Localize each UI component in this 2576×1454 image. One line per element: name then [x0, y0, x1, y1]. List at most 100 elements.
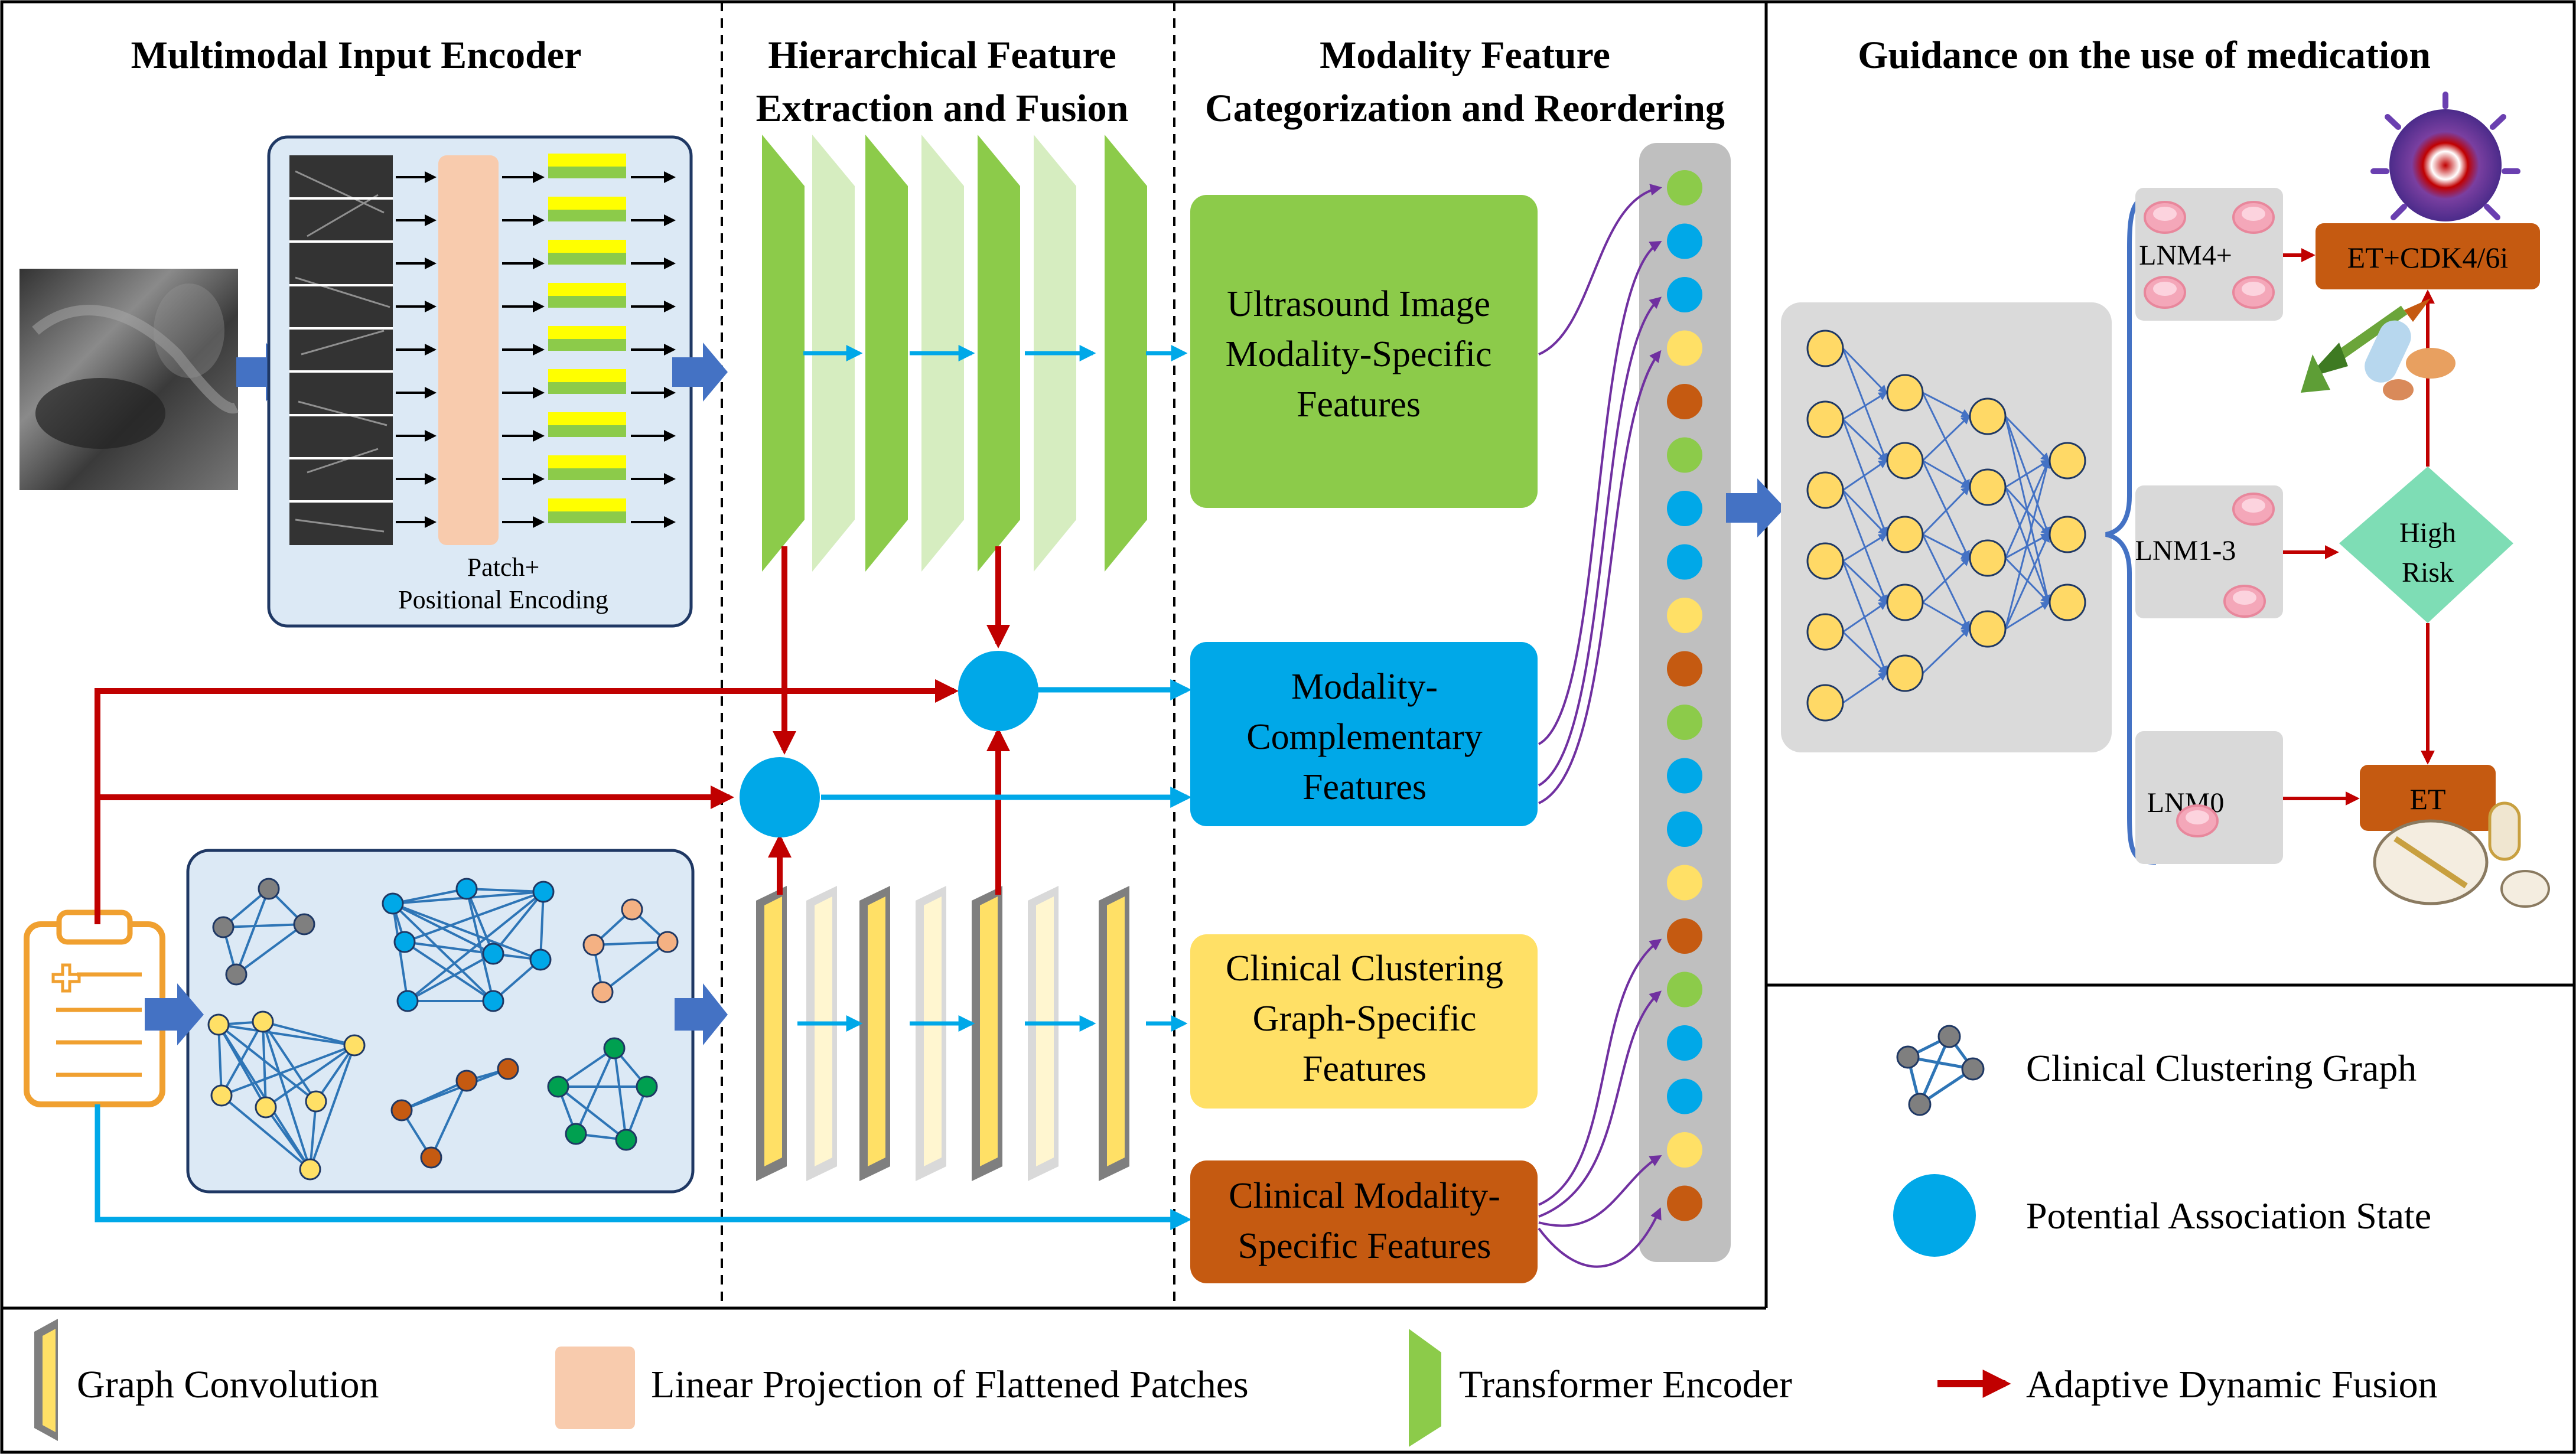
tumor-target-icon [2370, 92, 2520, 221]
nn-neuron [1969, 468, 2007, 506]
title-guidance: Guidance on the use of medication [1858, 34, 2431, 77]
graph-node [390, 1099, 413, 1122]
graph-edge [593, 941, 668, 946]
nn-edge [1842, 533, 1888, 562]
lymph-node-highlight [2242, 207, 2265, 221]
sequence-dot-green [1667, 437, 1702, 473]
nn-edge [1842, 459, 1888, 491]
sequence-dot-yellow [1667, 1132, 1702, 1168]
graph-edge [407, 953, 494, 1002]
feature-sequence-column [1639, 143, 1731, 1262]
risk-brace [2105, 193, 2157, 865]
nn-neuron [1806, 613, 1844, 651]
legend-graph-node [1961, 1057, 1985, 1081]
graph-edge [265, 1106, 311, 1171]
svg-text:Modality-: Modality- [1291, 667, 1438, 707]
legend-transformer-label: Transformer Encoder [1459, 1363, 1792, 1406]
graph-edge [309, 1101, 317, 1170]
nn-neuron [1969, 610, 2007, 648]
graph-edge [403, 941, 494, 1002]
graph-node [582, 934, 605, 956]
svg-text:Graph-Specific: Graph-Specific [1253, 999, 1477, 1039]
graph-edge [465, 888, 494, 1002]
nn-edge [1842, 490, 1888, 604]
graph-edge [265, 1044, 356, 1109]
graph-edge [557, 1047, 615, 1088]
nn-neuron [2049, 516, 2086, 553]
sequence-dot-green [1667, 705, 1702, 740]
patch-token [548, 210, 626, 221]
graph-edge [404, 891, 544, 943]
graph-node [255, 1096, 277, 1119]
graph-edge [217, 1023, 317, 1103]
graph-edge [262, 1021, 355, 1047]
graph-node [482, 943, 504, 965]
patch-token [548, 339, 626, 351]
high-risk-label-2: Risk [2402, 557, 2454, 588]
graph-node [212, 916, 235, 938]
cluster-graph-1 [212, 878, 315, 986]
nn-edge [1842, 601, 1888, 633]
graph-node [532, 881, 555, 903]
svg-text:Modality-Specific: Modality-Specific [1225, 334, 1491, 374]
sequence-dot-blue [1667, 811, 1702, 847]
graph-node [482, 990, 504, 1012]
legend-graph-icon [1896, 1025, 1985, 1116]
lymph-node-highlight [2242, 282, 2265, 296]
gcn-block-core [1036, 896, 1054, 1166]
nn-edge [2004, 533, 2050, 630]
gcn-block-core [764, 896, 782, 1166]
cluster-graph-3 [582, 898, 679, 1003]
graph-edge [406, 891, 545, 1002]
transformer-encoder-stack [762, 135, 1188, 572]
graph-node [258, 878, 280, 900]
graph-edge [465, 888, 494, 954]
graph-node [207, 1013, 230, 1036]
patch-token [548, 425, 626, 437]
nn-neuron [1886, 583, 1924, 621]
svg-text:Features: Features [1297, 384, 1421, 425]
nn-edge [1842, 419, 1888, 536]
transformer-block [865, 135, 908, 572]
svg-text:Clinical Clustering: Clinical Clustering [1226, 948, 1503, 989]
positional-token [548, 369, 626, 382]
nn-edge [1842, 347, 1888, 395]
graph-edge [220, 1021, 264, 1096]
nn-neuron [1806, 471, 1844, 509]
svg-text:LNM1-3: LNM1-3 [2135, 535, 2236, 566]
nn-edge [1842, 560, 1888, 604]
classifier-panel [1781, 302, 2112, 752]
title-hier-2: Extraction and Fusion [756, 87, 1129, 130]
graph-edge [217, 1024, 223, 1096]
gcn-block-core [980, 896, 998, 1166]
graph-node [529, 948, 552, 971]
nn-edge [1922, 601, 1971, 630]
legend-graph-edge [1918, 1036, 1951, 1105]
title-encoder: Multimodal Input Encoder [131, 34, 582, 77]
graph-node [656, 931, 679, 953]
gcn-block-core [815, 896, 832, 1166]
graph-edge [218, 1023, 355, 1047]
graph-node [497, 1058, 519, 1080]
nn-edge [1922, 556, 1971, 604]
graph-node [615, 1129, 637, 1151]
graph-convolution-stack [756, 886, 1188, 1181]
graph-edge [392, 903, 409, 1002]
treatment-et-box [2360, 765, 2496, 831]
sequence-dot-green [1667, 170, 1702, 206]
input-arrow-clinical [145, 983, 204, 1045]
graph-node [382, 892, 404, 915]
graph-node [636, 1075, 658, 1098]
sequence-dot-orange [1667, 651, 1702, 687]
gcn-block-core [1107, 896, 1125, 1166]
graph-node [393, 931, 416, 953]
graph-node [547, 1075, 569, 1098]
graph-node [603, 1037, 626, 1059]
cluster-graph-4 [207, 1010, 366, 1181]
nn-edge [1842, 672, 1888, 704]
association-state-node-2 [740, 757, 820, 837]
treatment-et-label: ET [2409, 783, 2445, 816]
graph-edge [430, 1080, 468, 1158]
